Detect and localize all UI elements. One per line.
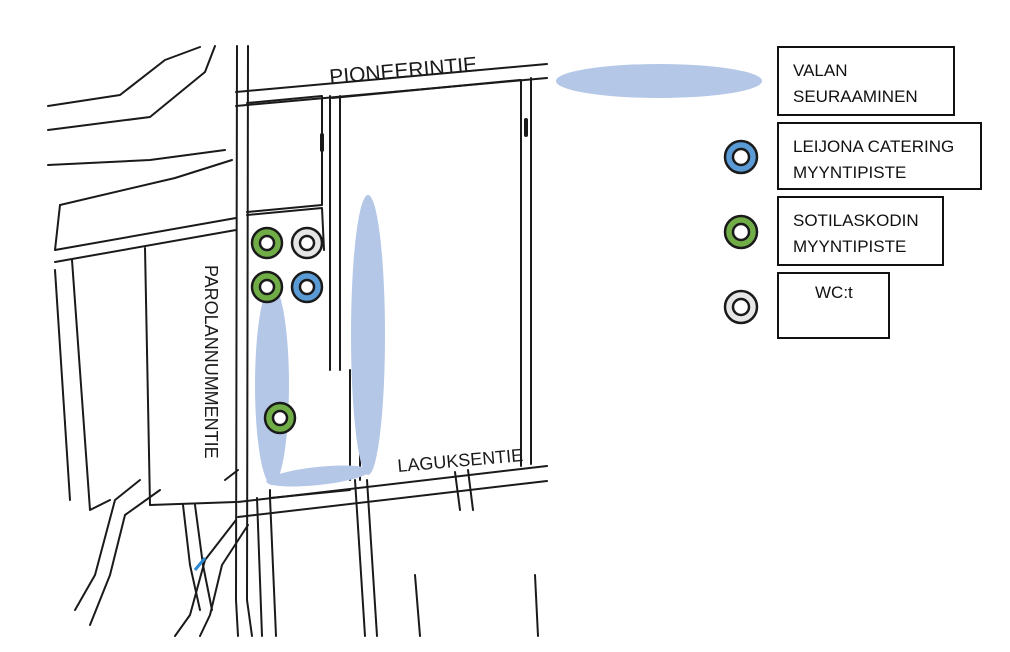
legend-sotilaskoti-line1: SOTILASKODIN bbox=[793, 211, 919, 230]
viewing-area-right bbox=[351, 195, 385, 475]
street-label-parolannummentie: PAROLANNUMMENTIE bbox=[201, 265, 221, 459]
viewing-areas bbox=[255, 195, 385, 487]
legend-catering-line2: MYYNTIPISTE bbox=[793, 163, 907, 182]
sotilaskoti-marker bbox=[250, 270, 284, 304]
legend-viewing-box: VALAN SEURAAMINEN bbox=[777, 46, 955, 116]
road-marker bbox=[193, 557, 207, 571]
legend-viewing-line2: SEURAAMINEN bbox=[793, 87, 918, 106]
legend-icons bbox=[556, 64, 762, 325]
green-ring-icon bbox=[723, 214, 759, 250]
legend-sotilaskoti-box: SOTILASKODIN MYYNTIPISTE bbox=[777, 196, 944, 266]
wc-marker bbox=[290, 226, 324, 260]
sotilaskoti-marker bbox=[250, 226, 284, 260]
sotilaskoti-marker bbox=[263, 401, 297, 435]
street-map bbox=[47, 45, 548, 637]
service-points bbox=[250, 226, 324, 435]
legend-catering-line1: LEIJONA CATERING bbox=[793, 137, 955, 156]
legend-sotilaskoti-line2: MYYNTIPISTE bbox=[793, 237, 907, 256]
street-label-pioneerintie: PIONEERINTIE bbox=[328, 53, 478, 89]
catering-marker bbox=[290, 270, 324, 304]
blue-ellipse-icon bbox=[556, 64, 762, 98]
grey-ring-icon bbox=[723, 289, 759, 325]
viewing-area-bottom bbox=[266, 465, 370, 487]
legend-catering-box: LEIJONA CATERING MYYNTIPISTE bbox=[777, 122, 982, 190]
legend-wc-line1: WC:t bbox=[815, 283, 853, 302]
legend-viewing-line1: VALAN bbox=[793, 61, 848, 80]
blue-ring-icon bbox=[723, 139, 759, 175]
viewing-area-left bbox=[255, 285, 289, 485]
legend-wc-box: WC:t bbox=[777, 272, 890, 339]
